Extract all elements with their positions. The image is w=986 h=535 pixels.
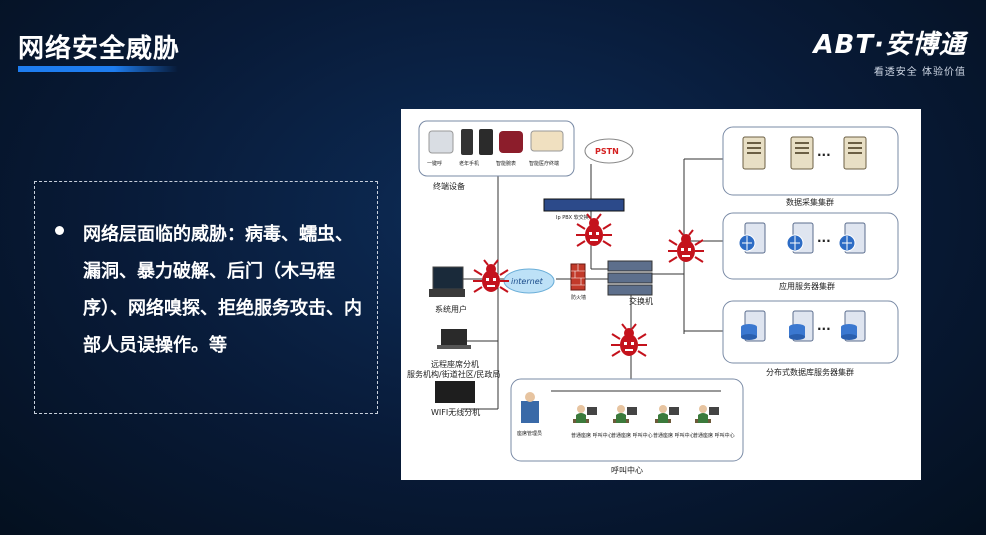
- agent-2-label: 普通座席 呼叫中心: [611, 432, 653, 439]
- data-cluster-label: 数据采集集群: [786, 197, 834, 207]
- wifi-label: WIFI无线分机: [431, 407, 480, 417]
- ip-pbx-label: Ip PBX 软交换: [556, 214, 589, 221]
- system-user-base: [429, 289, 465, 297]
- agent-3-label: 普通座席 呼叫中心: [653, 432, 695, 439]
- elder-phone-2-icon: [479, 129, 493, 155]
- db-ellipsis: ···: [817, 322, 831, 336]
- company-logo: ABT·安博通 看透安全 体验价值: [813, 24, 966, 78]
- db-server-1-icon: [740, 310, 766, 342]
- db-server-3-icon: [840, 310, 866, 342]
- app-ellipsis: ···: [817, 234, 831, 248]
- core-switch-middle: [607, 272, 653, 284]
- internet-label: internet: [511, 277, 544, 286]
- medical-label: 智能医疗终端: [529, 160, 559, 167]
- core-switch-top: [607, 260, 653, 272]
- system-user-label: 系统用户: [435, 304, 467, 314]
- agent-4-label: 普通座席 呼叫中心: [693, 432, 735, 439]
- medical-terminal-icon: [530, 130, 564, 152]
- firewall-bricks: [571, 264, 585, 286]
- elder-phone-label: 老年手机: [459, 160, 479, 167]
- one-key-device-icon: [428, 130, 454, 154]
- data-server-1-icon: [742, 136, 766, 170]
- network-diagram: 一键呼 老年手机 智能腕表 智能医疗终端 终端设备 PSTN Ip PBX 软交…: [401, 109, 921, 480]
- system-user-icon: [432, 266, 464, 290]
- title-underline: [18, 66, 178, 72]
- page-title: 网络安全威胁: [18, 34, 181, 64]
- admin-label: 座席管理员: [517, 430, 542, 437]
- virus-icon-4: [610, 323, 648, 357]
- smart-watch-label: 智能腕表: [496, 160, 516, 167]
- bullet-text: 网络层面临的威胁：病毒、蠕虫、漏洞、暴力破解、后门（木马程序）、网络嗅探、拒绝服…: [83, 224, 362, 356]
- db-server-2-icon: [788, 310, 814, 342]
- service-org-label: 服务机构/街道社区/民政局: [407, 369, 500, 379]
- agent-1-label: 普通座席 呼叫中心: [571, 432, 613, 439]
- one-key-label: 一键呼: [427, 160, 442, 167]
- ip-pbx-device: [543, 198, 625, 212]
- remote-laptop-base: [437, 345, 471, 349]
- remote-laptop-icon: [441, 329, 467, 345]
- data-server-3-icon: [843, 136, 867, 170]
- call-center-label: 呼叫中心: [611, 465, 643, 475]
- bullet-dot: [55, 226, 64, 235]
- admin-icon: [521, 401, 539, 423]
- virus-icon-3: [667, 229, 705, 263]
- remote-agent-label: 远程座席分机: [431, 359, 479, 369]
- admin-head: [525, 392, 535, 402]
- wifi-phone-icon: [435, 381, 475, 403]
- data-server-2-icon: [790, 136, 814, 170]
- terminal-label: 终端设备: [433, 181, 465, 191]
- elder-phone-icon: [461, 129, 473, 155]
- data-ellipsis: ···: [817, 148, 831, 162]
- logo-text: ABT·安博通: [813, 30, 966, 60]
- core-switch-bottom: [607, 284, 653, 296]
- network-diagram-svg: 一键呼 老年手机 智能腕表 智能医疗终端 终端设备 PSTN Ip PBX 软交…: [407, 120, 899, 475]
- pstn-cloud: [584, 138, 634, 164]
- firewall-label: 防火墙: [571, 294, 586, 301]
- db-cluster-label: 分布式数据库服务器集群: [766, 367, 854, 377]
- connection-lines: [463, 148, 723, 410]
- switch-label: 交换机: [629, 296, 653, 306]
- virus-icon-1: [472, 259, 510, 293]
- pstn-label: PSTN: [595, 147, 619, 156]
- smart-watch-icon: [499, 131, 523, 153]
- threat-text-box: 网络层面临的威胁：病毒、蠕虫、漏洞、暴力破解、后门（木马程序）、网络嗅探、拒绝服…: [34, 181, 378, 414]
- app-cluster-label: 应用服务器集群: [779, 281, 835, 291]
- logo-tagline: 看透安全 体验价值: [873, 67, 966, 78]
